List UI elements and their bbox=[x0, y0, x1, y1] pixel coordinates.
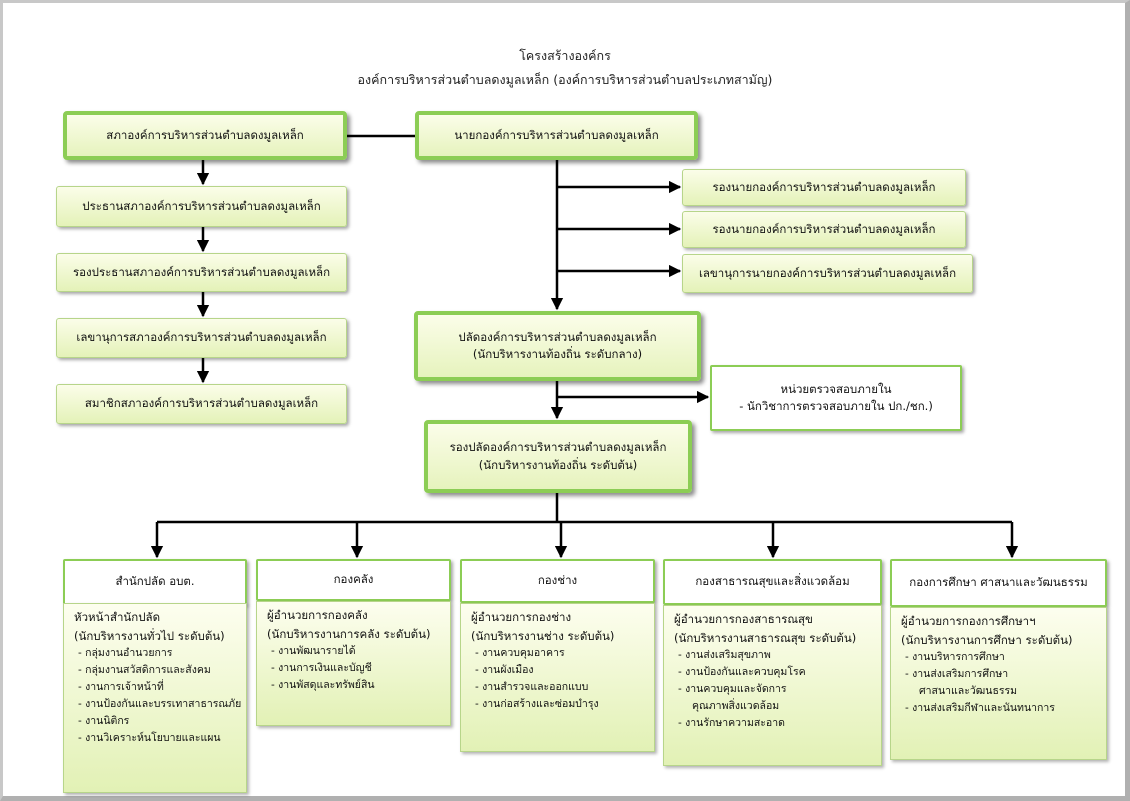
deputy-mayor-box-1: รองนายกองค์การบริหารส่วนตำบลดงมูลเหล็ก bbox=[682, 169, 966, 206]
council-president-box: ประธานสภาองค์การบริหารส่วนตำบลดงมูลเหล็ก bbox=[56, 186, 347, 227]
list-item: - งานส่งเสริมกีฬาและนันทนาการ bbox=[905, 702, 1055, 715]
list-item: - งานการเจ้าหน้าที่ bbox=[78, 681, 164, 694]
dept-office-level: (นักบริหารงานทั่วไป ระดับต้น) bbox=[74, 628, 225, 643]
list-item: - กลุ่มงานอำนวยการ bbox=[78, 647, 173, 660]
list-item: - กลุ่มงานสวัสดิการและสังคม bbox=[78, 664, 211, 677]
dept-header-education: กองการศึกษา ศาสนาและวัฒนธรรม bbox=[890, 559, 1107, 607]
dept-header-finance: กองคลัง bbox=[256, 559, 451, 601]
dept-detail-office: หัวหน้าสำนักปลัด (นักบริหารงานทั่วไป ระด… bbox=[63, 603, 247, 793]
list-item: - งานส่งเสริมการศึกษา bbox=[905, 668, 1009, 681]
list-item: - งานนิติกร bbox=[78, 715, 130, 728]
list-item: - งานสำรวจและออกแบบ bbox=[475, 681, 589, 694]
dept-education-level: (นักบริหารงานการศึกษา ระดับต้น) bbox=[901, 632, 1073, 647]
list-item: - งานวิเคราะห์นโยบายและแผน bbox=[78, 732, 221, 745]
list-item: - งานบริหารการศึกษา bbox=[905, 651, 1005, 664]
list-item: - งานพัสดุและทรัพย์สิน bbox=[271, 679, 375, 692]
list-item: - งานป้องกันและบรรเทาสาธารณภัย bbox=[78, 698, 242, 711]
list-item: คุณภาพสิ่งแวดล้อม bbox=[692, 700, 780, 713]
chart-title: โครงสร้างองค์กร bbox=[519, 48, 611, 63]
dept-detail-finance: ผู้อำนวยการกองคลัง (นักบริหารงานการคลัง … bbox=[256, 601, 451, 726]
council-vice-president-box: รองประธานสภาองค์การบริหารส่วนตำบลดงมูลเห… bbox=[56, 253, 347, 292]
chart-subtitle: องค์การบริหารส่วนตำบลดงมูลเหล็ก (องค์การ… bbox=[357, 72, 773, 87]
dept-office-head: หัวหน้าสำนักปลัด bbox=[74, 610, 161, 624]
audit-detail: - นักวิชาการตรวจสอบภายใน ปก./ชก.) bbox=[739, 399, 933, 413]
list-item: - งานควบคุมและจัดการ bbox=[678, 683, 787, 696]
dept-engineering-level: (นักบริหารงานช่าง ระดับต้น) bbox=[471, 628, 615, 643]
list-item: - งานการเงินและบัญชี bbox=[271, 662, 372, 675]
council-box: สภาองค์การบริหารส่วนตำบลดงมูลเหล็ก bbox=[63, 111, 347, 160]
list-item: - งานรักษาความสะอาด bbox=[678, 717, 785, 730]
list-item: - งานผังเมือง bbox=[475, 664, 534, 677]
list-item: ศาสนาและวัฒนธรรม bbox=[919, 685, 1018, 698]
deputy-clerk-title: รองปลัดองค์การบริหารส่วนตำบลดงมูลเหล็ก bbox=[449, 440, 667, 455]
clerk-level: (นักบริหารงานท้องถิ่น ระดับกลาง) bbox=[472, 347, 643, 361]
deputy-clerk-box: รองปลัดองค์การบริหารส่วนตำบลดงมูลเหล็ก (… bbox=[424, 420, 692, 493]
audit-title: หน่วยตรวจสอบภายใน bbox=[780, 381, 892, 396]
council-member-box: สมาชิกสภาองค์การบริหารส่วนตำบลดงมูลเหล็ก bbox=[56, 384, 347, 424]
dept-header-office: สำนักปลัด อบต. bbox=[63, 559, 247, 605]
dept-finance-level: (นักบริหารงานการคลัง ระดับต้น) bbox=[267, 626, 431, 641]
internal-audit-box: หน่วยตรวจสอบภายใน - นักวิชาการตรวจสอบภาย… bbox=[710, 365, 962, 431]
list-item: - งานพัฒนารายได้ bbox=[271, 645, 356, 658]
deputy-clerk-level: (นักบริหารงานท้องถิ่น ระดับต้น) bbox=[478, 457, 638, 472]
dept-header-health: กองสาธารณสุขและสิ่งแวดล้อม bbox=[663, 559, 882, 605]
deputy-mayor-box-2: รองนายกองค์การบริหารส่วนตำบลดงมูลเหล็ก bbox=[682, 211, 966, 248]
dept-education-head: ผู้อำนวยการกองการศึกษาฯ bbox=[901, 614, 1036, 628]
dept-engineering-head: ผู้อำนวยการกองช่าง bbox=[471, 610, 572, 624]
list-item: - งานควบคุมอาคาร bbox=[475, 647, 565, 660]
dept-header-engineering: กองช่าง bbox=[460, 559, 655, 603]
list-item: - งานส่งเสริมสุขภาพ bbox=[678, 649, 771, 662]
dept-health-level: (นักบริหารงานสาธารณสุข ระดับต้น) bbox=[674, 630, 857, 645]
list-item: - งานป้องกันและควบคุมโรค bbox=[678, 666, 806, 679]
dept-detail-engineering: ผู้อำนวยการกองช่าง (นักบริหารงานช่าง ระด… bbox=[460, 603, 655, 752]
dept-health-head: ผู้อำนวยการกองสาธารณสุข bbox=[674, 612, 813, 626]
clerk-box: ปลัดองค์การบริหารส่วนตำบลดงมูลเหล็ก (นัก… bbox=[414, 311, 701, 381]
dept-finance-head: ผู้อำนวยการกองคลัง bbox=[267, 608, 368, 622]
list-item: - งานก่อสร้างและซ่อมบำรุง bbox=[475, 698, 599, 711]
dept-detail-health: ผู้อำนวยการกองสาธารณสุข (นักบริหารงานสาธ… bbox=[663, 605, 882, 766]
mayor-secretary-box: เลขานุการนายกองค์การบริหารส่วนตำบลดงมูลเ… bbox=[682, 254, 973, 293]
dept-detail-education: ผู้อำนวยการกองการศึกษาฯ (นักบริหารงานการ… bbox=[890, 607, 1107, 760]
mayor-box: นายกองค์การบริหารส่วนตำบลดงมูลเหล็ก bbox=[415, 111, 698, 160]
council-secretary-box: เลขานุการสภาองค์การบริหารส่วนตำบลดงมูลเห… bbox=[56, 318, 347, 358]
clerk-title: ปลัดองค์การบริหารส่วนตำบลดงมูลเหล็ก bbox=[458, 329, 657, 344]
